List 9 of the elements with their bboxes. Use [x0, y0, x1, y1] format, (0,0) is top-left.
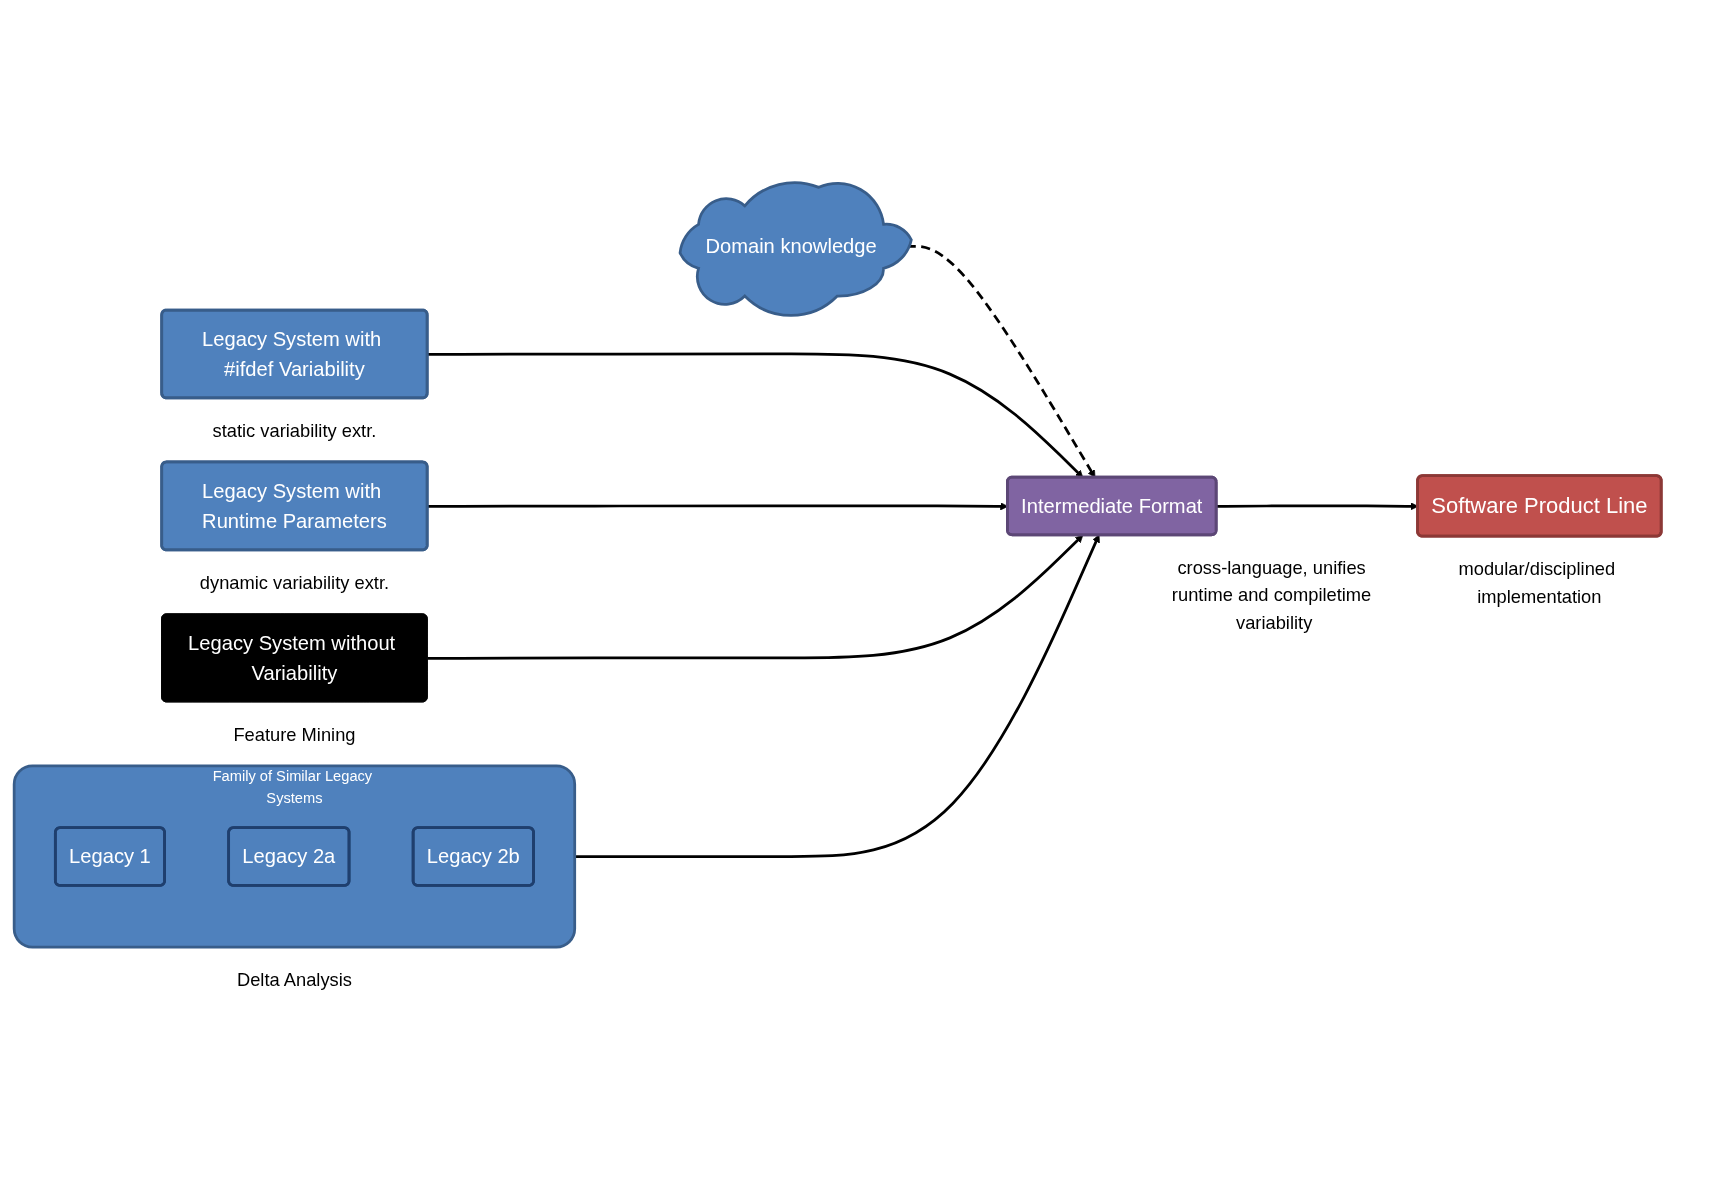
arrow	[427, 534, 1084, 660]
arrow	[427, 352, 1084, 478]
node-label: Delta Analysis	[236, 969, 352, 990]
node-label: static variability extr.	[212, 420, 377, 441]
node-label: dynamic variability extr.	[199, 572, 390, 593]
node-label: modular/disciplined implementation	[1458, 558, 1616, 607]
node-label: cross-language, unifies runtime and compiletime variability	[1171, 557, 1372, 633]
arrow	[574, 534, 1100, 858]
node-label: Feature Mining	[233, 724, 356, 745]
